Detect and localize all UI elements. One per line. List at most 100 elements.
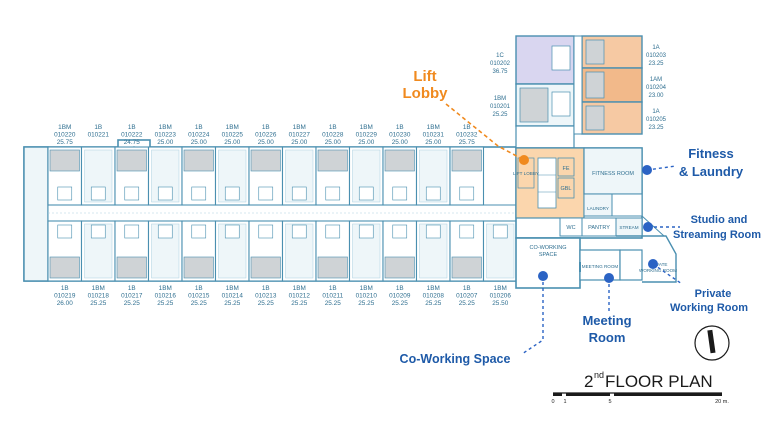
unit-type-label: 1BM <box>360 285 373 292</box>
unit-type-label: 1BM <box>159 285 172 292</box>
unit-type-label: 1BM <box>427 124 440 131</box>
scale-5: 5 <box>608 399 611 405</box>
unit-type-label: 1B <box>61 285 69 292</box>
unit-area-label: 25.25 <box>392 300 408 307</box>
unit-area-label: 25.00 <box>224 139 240 146</box>
private-label-1: PRIVATE <box>649 262 668 267</box>
streaming-label: STREAM <box>619 225 638 230</box>
laundry-label: LAUNDRY <box>587 206 609 211</box>
unit-010205-area: 23.25 <box>648 125 664 131</box>
unit-010203-code: 010203 <box>646 53 667 59</box>
unit-type-label: 1B <box>463 124 471 131</box>
private-label-2: WORKING ROOM <box>639 268 677 273</box>
private-dot <box>648 259 658 269</box>
unit-010201-area: 25.25 <box>492 112 508 118</box>
scale-0: 0 <box>551 399 554 405</box>
unit-code-label: 010219 <box>54 293 76 300</box>
unit-code-label: 010224 <box>188 132 210 139</box>
laundry-room <box>583 193 613 217</box>
private-working-room <box>619 249 643 281</box>
unit-area-label: 25.25 <box>425 300 441 307</box>
unit-type-label: 1BM <box>494 285 507 292</box>
north-arrow <box>694 325 730 361</box>
unit-code-label: 010206 <box>490 293 512 300</box>
unit-010201-code: 010201 <box>490 104 511 110</box>
unit-code-label: 010223 <box>155 132 177 139</box>
lift-shafts <box>537 157 557 209</box>
unit-type-label: 1BM <box>293 124 306 131</box>
unit-type-label: 1BM <box>159 124 172 131</box>
meeting-dot <box>604 273 614 283</box>
unit-area-label: 25.25 <box>124 300 140 307</box>
unit-area-label: 25.00 <box>325 139 341 146</box>
unit-type-label: 1B <box>396 285 404 292</box>
amenity-area <box>515 215 677 289</box>
unit-area-label: 25.25 <box>358 300 374 307</box>
top-unit-row: 1BM01022025.751B0102211B01022224.751BM01… <box>47 124 485 206</box>
unit-area-label: 25.25 <box>191 300 207 307</box>
unit-010202-area: 36.75 <box>492 69 508 75</box>
callout-labels: Lift Lobby Fitness & Laundry Studio and … <box>398 67 763 368</box>
unit-type-label: 1B <box>195 124 203 131</box>
unit-type-label: 1B <box>396 124 404 131</box>
unit-code-label: 010230 <box>389 132 411 139</box>
unit-code-label: 010218 <box>88 293 110 300</box>
unit-type-label: 1B <box>128 285 136 292</box>
private-callout-1: Private <box>695 288 732 300</box>
unit-010203-type: 1A <box>652 45 659 51</box>
unit-type-label: 1B <box>329 124 337 131</box>
bottom-unit-row: 1B01021926.001BM01021825.251B01021725.25… <box>47 220 518 307</box>
east-units <box>573 35 643 135</box>
unit-area-label: 25.00 <box>157 139 173 146</box>
co-working-label-1: CO-WORKING <box>530 245 567 251</box>
unit-type-label: 1BM <box>293 285 306 292</box>
unit-type-label: 1B <box>262 124 270 131</box>
private-callout-2: Working Room <box>670 302 748 314</box>
unit-area-label: 25.25 <box>157 300 173 307</box>
lift-lobby-small-label: LIFT LOBBY <box>513 171 539 176</box>
unit-code-label: 010208 <box>423 293 445 300</box>
fire-exit-room <box>557 157 575 177</box>
unit-area-label: 25.00 <box>191 139 207 146</box>
unit-area-label: 26.00 <box>57 300 73 307</box>
unit-area-label: 25.00 <box>392 139 408 146</box>
lift-lobby-callout-1: Lift <box>413 68 436 85</box>
unit-code-label: 010207 <box>456 293 478 300</box>
meeting-room <box>579 249 621 281</box>
co-working-label-2: SPACE <box>539 252 558 258</box>
floor-number-suffix: nd <box>594 370 604 380</box>
unit-area-label: 25.25 <box>325 300 341 307</box>
unit-area-label: 25.00 <box>358 139 374 146</box>
unit-type-label: 1BM <box>226 124 239 131</box>
unit-010205-code: 010205 <box>646 117 667 123</box>
unit-code-label: 010231 <box>423 132 445 139</box>
callout-connectors <box>445 103 683 355</box>
plan-title: 2 nd FLOOR PLAN <box>584 370 713 391</box>
fitness-callout-2: & Laundry <box>679 164 744 179</box>
unit-010203-area: 23.25 <box>648 61 664 67</box>
gbl-room <box>557 177 575 199</box>
unit-type-label: 1BM <box>58 124 71 131</box>
meeting-room-label: MEETING ROOM <box>582 264 619 269</box>
west-end <box>23 146 49 282</box>
unit-type-label: 1B <box>262 285 270 292</box>
unit-010204-type: 1AM <box>650 77 662 83</box>
studio-callout-1: Studio and <box>691 214 748 226</box>
fitness-callout-1: Fitness <box>688 146 734 161</box>
unit-type-label: 1B <box>463 285 471 292</box>
unit-code-label: 010217 <box>121 293 143 300</box>
unit-code-label: 010216 <box>155 293 177 300</box>
unit-010201-type: 1BM <box>494 96 506 102</box>
unit-area-label: 25.25 <box>224 300 240 307</box>
